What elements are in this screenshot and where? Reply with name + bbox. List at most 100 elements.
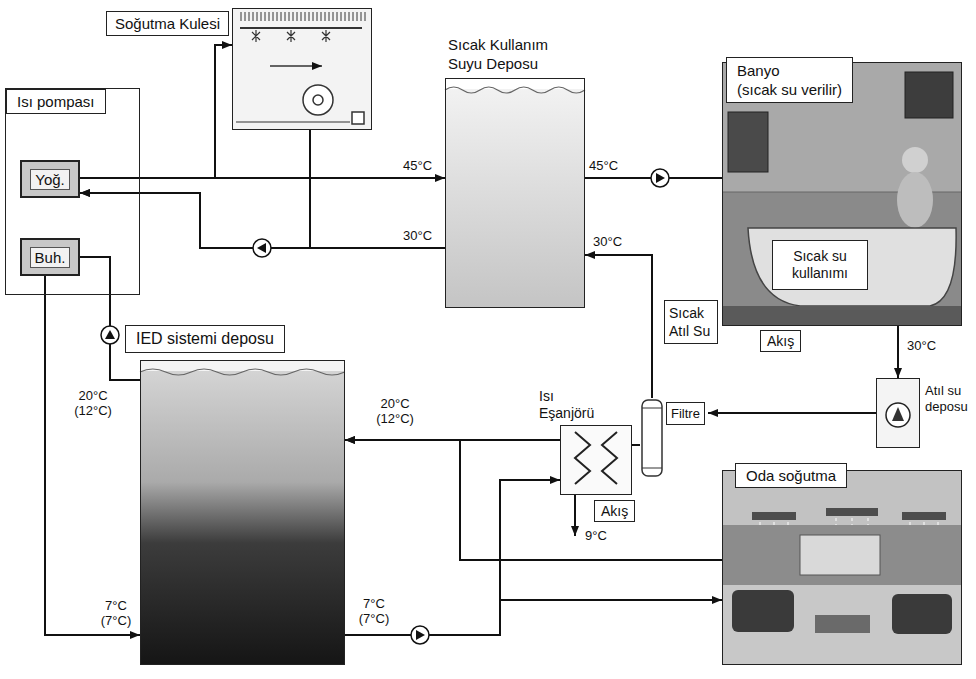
filter-label: Filtre [666, 402, 705, 425]
room-floor [722, 585, 962, 665]
ied-tank-water [140, 360, 345, 665]
tower-fan-hub [313, 95, 323, 105]
tower-motor [352, 112, 364, 124]
bather-head [902, 147, 928, 173]
bathroom-heading: Banyo [737, 61, 842, 80]
temperature-label: 45°C [402, 158, 433, 173]
temperature-label: 20°C (12°C) [70, 388, 116, 418]
bathroom-note: (sıcak su verilir) [737, 80, 842, 99]
tower-basin [236, 121, 350, 122]
pipe-connector [80, 130, 310, 248]
pump-triangle [257, 243, 266, 253]
hot-waste-water-label: Sıcak Atıl Su [669, 304, 713, 340]
cooling-tower: Soğutma Kulesi [232, 8, 372, 130]
sofa [732, 590, 794, 632]
room-photo [722, 470, 962, 665]
pipe-connector [897, 326, 899, 378]
evaporator-label: Buh. [30, 247, 71, 268]
hot-tank-surface [445, 87, 585, 93]
tank-heading: Sıcak Kullanım Suyu Deposu [448, 35, 576, 73]
temperature-label: 30°C [592, 234, 623, 249]
heat-pump-box: Isı pompasıYoğ. Buh. [5, 88, 140, 295]
bathroom-picture: Banyo(sıcak su verilir) Sıcak su kullanım… [722, 62, 962, 326]
pump-symbol [101, 326, 119, 344]
flow-label: Akış [767, 332, 794, 350]
tower-heading: Soğutma Kulesi [106, 11, 229, 36]
ied-tank-surface [140, 369, 345, 375]
temperature-label: 45°C [588, 158, 619, 173]
hot-tank-water [445, 78, 585, 308]
room-window [800, 535, 880, 575]
pump-triangle [105, 330, 115, 339]
bather-body [897, 172, 933, 228]
ceiling-cooler [752, 512, 796, 520]
bathroom-window [905, 72, 953, 118]
heat-pump-heading: Isı pompası [6, 89, 106, 114]
pipe-connector [345, 600, 722, 635]
bathroom-heading-box: Banyo(sıcak su verilir) [726, 57, 853, 103]
flow-label: Akış [601, 502, 628, 520]
hot-water-use-box: Sıcak su kullanımı [772, 240, 868, 290]
filter: Filtre [640, 398, 708, 478]
pipe-connector [80, 257, 140, 380]
temperature-label: 30°C [906, 338, 937, 353]
condenser-label: Yoğ. [30, 169, 69, 190]
pump-symbol [253, 239, 271, 257]
bathtub [748, 228, 956, 306]
ceiling-cooler [902, 512, 946, 520]
pump-triangle [656, 173, 665, 183]
pipe-connector [345, 480, 560, 635]
pump-triangle [416, 630, 425, 640]
hot-tank-air [445, 78, 585, 89]
tower-body [232, 8, 372, 130]
filter-bands [642, 408, 662, 468]
waste-water-tank: Atıl su deposu [876, 378, 920, 448]
ied-tank-heading: IED sistemi deposu [125, 325, 285, 353]
waste-pump [886, 403, 910, 427]
air-flow-arrow [270, 65, 322, 67]
bathroom-floor [722, 306, 962, 326]
temperature-label: 9°C [584, 528, 608, 543]
ied-tank-air [140, 360, 345, 371]
tower-fan-grille [238, 12, 366, 21]
exchanger-coil [602, 432, 617, 484]
temperature-label: 20°C (12°C) [372, 396, 418, 426]
waste-tank-body [876, 378, 920, 448]
room-cooling-picture: Oda soğutma [722, 470, 962, 665]
spray-nozzles [252, 30, 330, 42]
temperature-label: 7°C (7°C) [94, 598, 138, 628]
flow-box: Akış [760, 330, 801, 352]
pump-symbol [411, 626, 429, 644]
filter-cylinder [642, 400, 662, 476]
evaporator-box: Buh. [20, 238, 80, 276]
pipe-connector [585, 255, 652, 398]
heat-exchanger-heading: Isı Eşanjörü [539, 388, 605, 422]
pipe-connector [708, 412, 876, 414]
bathroom-window [728, 112, 768, 172]
condenser-box: Yoğ. [20, 160, 80, 198]
drain-arrow [574, 495, 576, 536]
room-wall [722, 525, 962, 585]
hot-waste-water-box: Sıcak Atıl Su [664, 300, 718, 344]
exchanger-body [560, 425, 632, 495]
temperature-label: 7°C (7°C) [352, 596, 396, 626]
spray-header [240, 27, 362, 29]
bathroom-wall [722, 62, 962, 192]
pump-symbol [651, 169, 669, 187]
room-cooling-heading: Oda soğutma [735, 463, 847, 488]
pipe-connector [345, 440, 722, 560]
tower-fan [303, 85, 333, 115]
table [815, 615, 870, 633]
hot-water-use-label: Sıcak su kullanımı [777, 248, 863, 282]
ied-tank: IED sistemi deposu [140, 360, 345, 665]
temperature-label: 30°C [402, 228, 433, 243]
heat-exchanger: Isı Eşanjörü [560, 425, 632, 495]
pipe-connector [632, 444, 640, 446]
exchanger-coil [575, 432, 590, 484]
waste-pump-triangle [892, 407, 904, 421]
waste-tank-label: Atıl su deposu [925, 383, 971, 415]
flow-box: Akış [594, 500, 635, 522]
ceiling-cooler [826, 508, 878, 516]
